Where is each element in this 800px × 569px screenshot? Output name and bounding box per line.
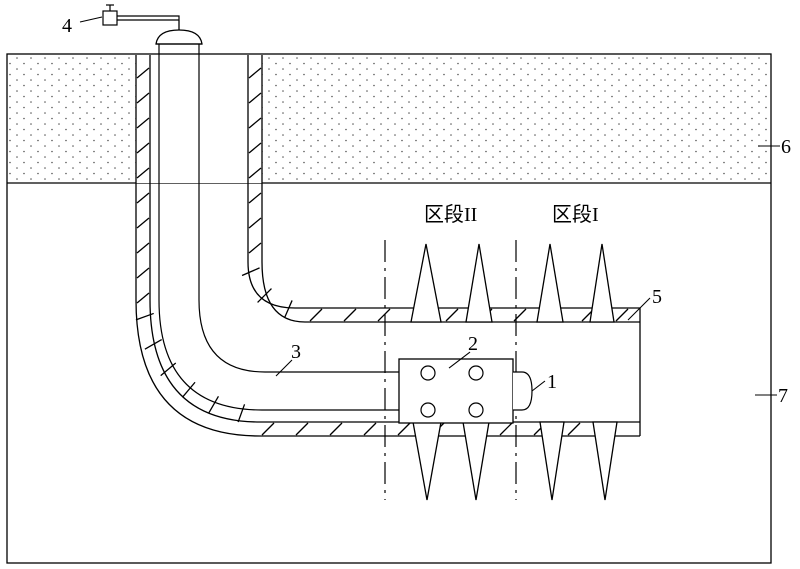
hatch-mark	[445, 308, 459, 322]
hatch-mark	[615, 308, 629, 322]
leader-1	[531, 380, 546, 392]
label-2: 2	[468, 333, 478, 355]
label-7: 7	[778, 385, 788, 407]
label-3: 3	[291, 341, 301, 363]
hatch-mark	[248, 167, 262, 179]
hatch-mark	[136, 142, 150, 154]
leader-4	[79, 16, 103, 23]
hatch-mark	[257, 288, 272, 303]
port-3	[420, 402, 436, 418]
port-2	[468, 365, 484, 381]
hatch-mark	[248, 242, 262, 254]
hatch-mark	[295, 422, 309, 436]
hatch-mark	[135, 312, 154, 321]
leader-2	[448, 351, 471, 369]
tool-nose	[513, 371, 533, 411]
hatch-mark	[136, 267, 150, 279]
fracture-bottom-3	[539, 421, 565, 501]
fracture-bottom-4	[592, 421, 618, 501]
label-1: 1	[547, 371, 557, 393]
hatch-mark	[499, 422, 513, 436]
hatch-mark	[283, 300, 293, 319]
tool-body	[398, 358, 514, 424]
hatch-mark	[567, 422, 581, 436]
tool-ports	[420, 365, 484, 418]
wellhead-dome	[155, 29, 203, 45]
hatch-mark	[160, 362, 177, 377]
hatch-mark	[136, 242, 150, 254]
label-5: 5	[652, 286, 662, 308]
fractures	[410, 243, 618, 501]
hatch-mark	[136, 217, 150, 229]
hatch-mark	[241, 267, 260, 277]
section-1-label: 区段I	[552, 203, 599, 226]
label-4: 4	[62, 15, 72, 37]
hatch-mark	[248, 67, 262, 79]
hatch-mark	[397, 422, 411, 436]
leader-lines	[79, 16, 780, 396]
hatch-mark	[136, 117, 150, 129]
hatch-mark	[136, 67, 150, 79]
leader-3	[275, 359, 293, 377]
hatch-mark	[309, 308, 323, 322]
hatch-mark	[248, 92, 262, 104]
section-2-label: 区段II	[424, 203, 477, 226]
hatch-mark	[248, 117, 262, 129]
tubing-string	[158, 40, 400, 411]
casing-wall	[135, 55, 641, 437]
fracture-top-3	[536, 243, 564, 323]
hatch-mark	[363, 422, 377, 436]
dotted-overburden-layer	[8, 55, 770, 183]
hatch-mark	[181, 381, 196, 398]
hatch-mark	[136, 292, 150, 304]
fracture-top-4	[589, 243, 615, 323]
section-boundaries	[384, 240, 517, 500]
label-6: 6	[781, 136, 791, 158]
hatch-mark	[343, 308, 357, 322]
port-4	[468, 402, 484, 418]
hatch-mark	[208, 395, 220, 414]
hatch-mark	[248, 142, 262, 154]
hatch-mark	[136, 92, 150, 104]
hatch-mark	[377, 308, 391, 322]
hatch-mark	[261, 422, 275, 436]
fracture-top-2	[465, 243, 493, 323]
hatch-mark	[136, 167, 150, 179]
leader-5	[627, 297, 651, 321]
hatch-mark	[136, 192, 150, 204]
fracture-top-1	[410, 243, 442, 323]
hatch-mark	[237, 404, 246, 423]
hatch-mark	[329, 422, 343, 436]
port-1	[420, 365, 436, 381]
hatch-mark	[248, 192, 262, 204]
hatch-mark	[248, 217, 262, 229]
valve-assembly	[102, 4, 180, 26]
hatch-mark	[144, 338, 163, 350]
